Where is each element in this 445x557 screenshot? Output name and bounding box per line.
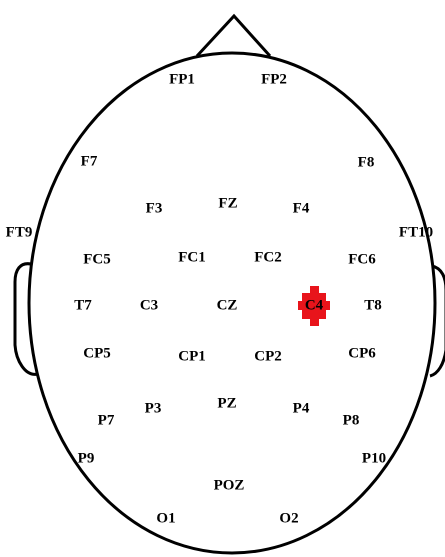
electrode-label-fc2: FC2 — [254, 249, 282, 265]
electrode-label-o1: O1 — [156, 510, 175, 526]
electrode-label-p7: P7 — [98, 412, 115, 428]
electrode-label-fc5: FC5 — [83, 251, 111, 267]
electrode-label-pz: PZ — [217, 395, 236, 411]
electrode-label-fc1: FC1 — [178, 249, 206, 265]
electrode-label-f4: F4 — [293, 200, 310, 216]
electrode-label-c3: C3 — [140, 297, 158, 313]
electrode-label-fp2: FP2 — [261, 71, 287, 87]
electrode-label-fc6: FC6 — [348, 251, 376, 267]
electrode-label-f3: F3 — [146, 200, 163, 216]
electrode-label-ft9: FT9 — [6, 224, 33, 240]
right-ear-outline — [430, 266, 445, 376]
electrode-label-p4: P4 — [293, 400, 310, 416]
electrode-label-f7: F7 — [81, 153, 98, 169]
electrode-label-p10: P10 — [362, 450, 386, 466]
electrode-label-o2: O2 — [279, 510, 298, 526]
electrode-label-ft10: FT10 — [399, 224, 433, 240]
electrode-label-cp1: CP1 — [178, 348, 206, 364]
electrode-label-fp1: FP1 — [169, 71, 195, 87]
electrode-label-c4: C4 — [305, 297, 324, 313]
electrode-label-t8: T8 — [364, 297, 382, 313]
electrode-label-f8: F8 — [358, 154, 375, 170]
electrode-label-p8: P8 — [343, 412, 360, 428]
electrode-label-poz: POZ — [214, 477, 245, 493]
electrode-label-cz: CZ — [217, 297, 238, 313]
nose-outline — [197, 16, 270, 56]
electrode-label-cp2: CP2 — [254, 348, 282, 364]
electrode-label-cp6: CP6 — [348, 345, 376, 361]
electrode-label-cp5: CP5 — [83, 345, 111, 361]
electrode-label-p9: P9 — [78, 450, 95, 466]
electrode-label-fz: FZ — [218, 195, 237, 211]
electrode-label-p3: P3 — [145, 400, 162, 416]
head-outline-group — [15, 16, 445, 553]
electrode-label-t7: T7 — [74, 297, 92, 313]
